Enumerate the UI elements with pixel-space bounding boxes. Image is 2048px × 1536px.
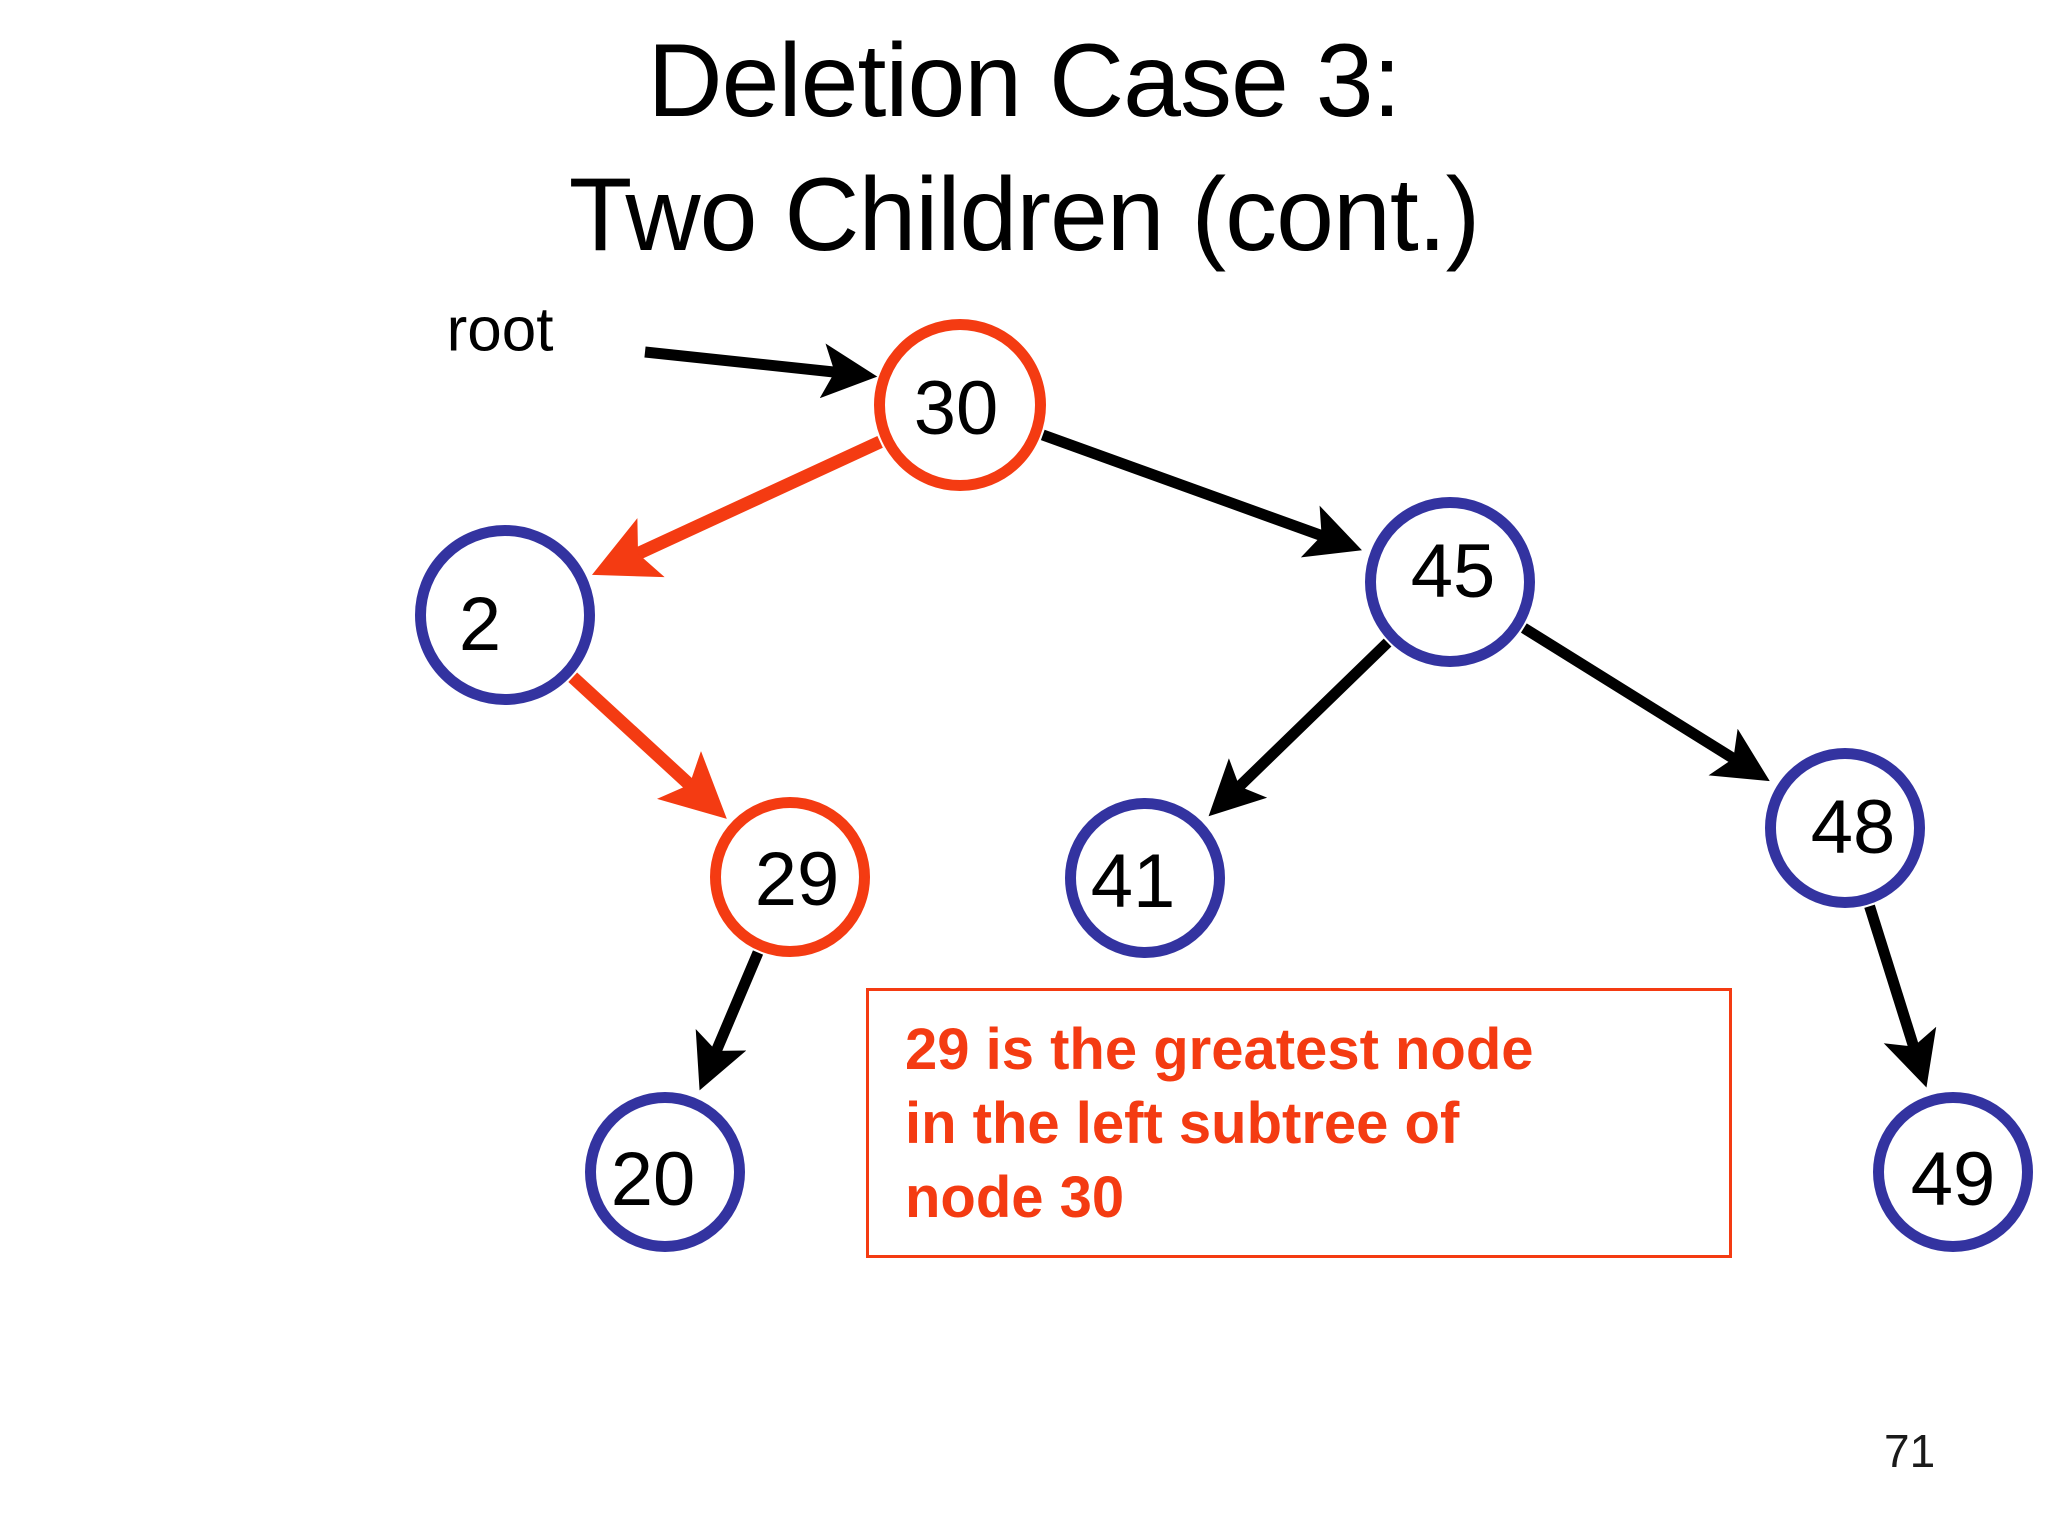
tree-edge-right-child-30-to-45 [1040,429,1362,558]
tree-node-2 [415,525,595,705]
tree-edge-right-child-2-to-29 [568,672,727,819]
tree-node-label-41: 41 [1090,839,1176,924]
tree-edge-left-child-45-to-41 [1208,638,1392,817]
tree-node-label-2: 2 [458,582,502,667]
tree-node-label-45: 45 [1410,529,1496,614]
tree-node-45 [1365,497,1535,667]
root-pointer-label: root [446,295,554,365]
tree-node-29 [710,797,870,957]
tree-node-48 [1765,748,1925,908]
page-title: Deletion Case 3: Two Children (cont.) [568,23,1481,274]
tree-edge-right-child-45-to-48 [1520,623,1770,782]
tree-node-label-49: 49 [1910,1137,1996,1222]
tree-node-label-30: 30 [913,366,999,451]
tree-edge-left-child-29-to-20 [695,950,764,1091]
page-number: 71 [1884,1425,1936,1477]
tree-edge-left-child-30-to-2 [591,435,883,578]
tree-node-20 [585,1092,745,1252]
tree-edge-right-child-48-to-49 [1864,904,1937,1088]
tree-node-30 [874,319,1046,491]
root-pointer-arrow [644,343,878,399]
tree-node-label-20: 20 [610,1137,696,1222]
tree-node-label-29: 29 [754,837,840,922]
tree-node-label-48: 48 [1810,785,1896,870]
callout-box: 29 is the greatest node in the left subt… [866,988,1732,1258]
tree-edge-layer [568,429,1937,1091]
callout-text: 29 is the greatest node in the left subt… [905,1017,1534,1231]
root-pointer-line [644,343,878,399]
tree-node-41 [1065,798,1225,958]
tree-node-49 [1873,1092,2033,1252]
